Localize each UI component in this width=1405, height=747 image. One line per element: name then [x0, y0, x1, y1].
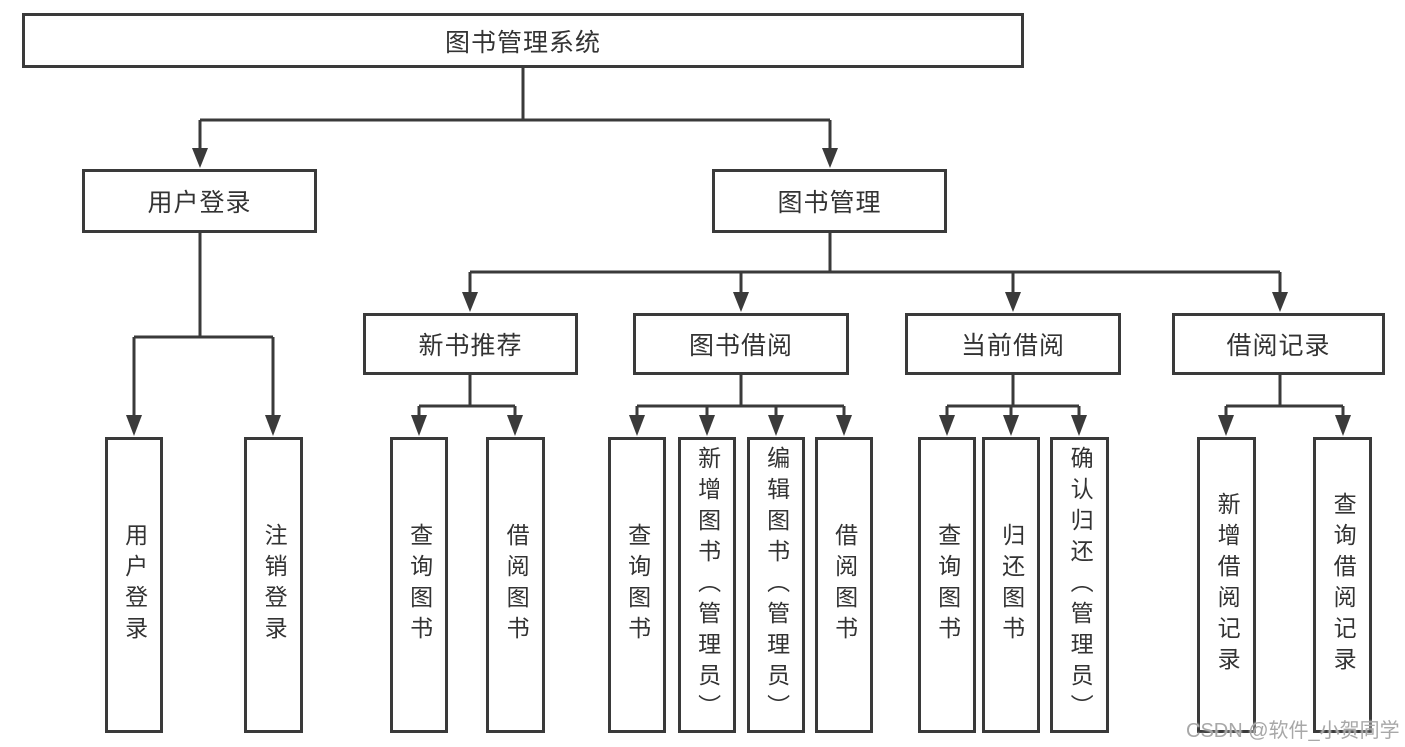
leaf-borrow-edit-books: 编辑图书（管理员）	[747, 437, 805, 733]
leaf-records-add-record-label: 新增借阅记录	[1214, 492, 1241, 678]
leaf-borrow-edit-books-label: 编辑图书（管理员）	[763, 445, 790, 725]
connector-user-login-branch	[126, 233, 281, 436]
node-current-borrowing: 当前借阅	[905, 313, 1121, 375]
leaf-newrec-query-books: 查询图书	[390, 437, 448, 733]
leaf-user-login: 用户登录	[105, 437, 163, 733]
leaf-current-confirm-return: 确认归还（管理员）	[1050, 437, 1109, 733]
leaf-borrow-query-books-label: 查询图书	[624, 523, 651, 647]
leaf-current-return-books-label: 归还图书	[998, 523, 1025, 647]
leaf-borrow-borrow-books-label: 借阅图书	[831, 523, 858, 647]
node-borrowing-records: 借阅记录	[1172, 313, 1385, 375]
leaf-newrec-borrow-books-label: 借阅图书	[503, 523, 530, 647]
leaf-current-query-books-label: 查询图书	[934, 523, 961, 647]
leaf-records-query-record: 查询借阅记录	[1313, 437, 1372, 733]
leaf-user-login-label: 用户登录	[121, 523, 148, 647]
leaf-current-query-books: 查询图书	[918, 437, 976, 733]
connector-new-books-branch	[411, 375, 523, 436]
leaf-borrow-add-books-label: 新增图书（管理员）	[694, 445, 721, 725]
connector-current-borrow-branch	[939, 375, 1087, 436]
leaf-current-confirm-return-label: 确认归还（管理员）	[1067, 445, 1094, 725]
leaf-borrow-query-books: 查询图书	[608, 437, 666, 733]
connector-book-mgmt-branch	[462, 233, 1288, 312]
leaf-logout: 注销登录	[244, 437, 303, 733]
leaf-logout-label: 注销登录	[261, 523, 288, 647]
node-user-login: 用户登录	[82, 169, 317, 233]
leaf-borrow-borrow-books: 借阅图书	[815, 437, 873, 733]
node-book-mgmt: 图书管理	[712, 169, 947, 233]
node-book-borrowing: 图书借阅	[633, 313, 849, 375]
node-root: 图书管理系统	[22, 13, 1024, 68]
leaf-records-add-record: 新增借阅记录	[1197, 437, 1256, 733]
connector-borrow-records-branch	[1218, 375, 1351, 436]
node-new-book-recommend: 新书推荐	[363, 313, 578, 375]
connector-root-branch	[192, 68, 838, 168]
connector-book-borrow-branch	[629, 375, 852, 436]
leaf-newrec-query-books-label: 查询图书	[406, 523, 433, 647]
leaf-borrow-add-books: 新增图书（管理员）	[678, 437, 736, 733]
leaf-current-return-books: 归还图书	[982, 437, 1040, 733]
watermark: CSDN @软件_小贺同学	[1186, 720, 1400, 742]
leaf-records-query-record-label: 查询借阅记录	[1330, 492, 1357, 678]
leaf-newrec-borrow-books: 借阅图书	[486, 437, 545, 733]
